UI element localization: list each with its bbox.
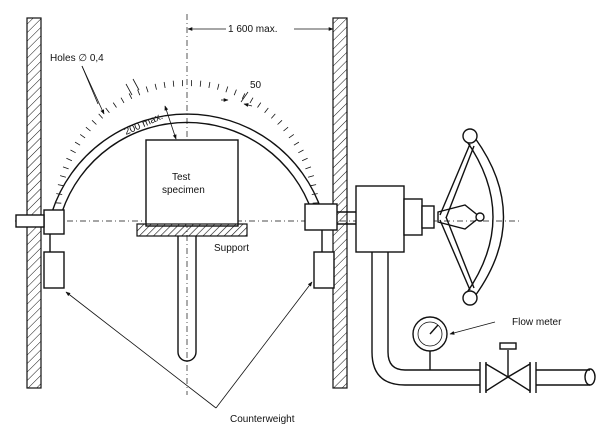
- spray-hole-tick: [298, 149, 304, 154]
- support-plate: [136, 223, 248, 237]
- spray-hole-tick: [305, 166, 312, 170]
- support-label: Support: [214, 243, 249, 254]
- spray-hole-tick: [271, 113, 276, 119]
- flow-meter-label: Flow meter: [512, 317, 562, 328]
- handwheel: [437, 128, 505, 306]
- spray-hole-tick: [310, 184, 317, 187]
- spray-hole-tick: [199, 80, 202, 87]
- spray-hole-tick: [66, 157, 73, 162]
- flow-meter-leader: [449, 321, 496, 335]
- spray-arc: [51, 113, 323, 213]
- spray-hole-tick: [307, 175, 315, 178]
- spray-hole-tick: [74, 141, 81, 146]
- gate-valve: [485, 342, 531, 393]
- spray-hole-tick: [249, 97, 254, 104]
- clearance-dimension: [164, 105, 177, 140]
- spray-hole-tick: [257, 102, 262, 108]
- spray-hole-tick: [163, 81, 166, 88]
- spray-hole-tick: [172, 80, 175, 87]
- left-counterweight: [43, 251, 65, 289]
- left-wall: [26, 17, 42, 389]
- supply-pipe: [337, 185, 596, 393]
- spray-hole-tick: [154, 83, 157, 90]
- spray-hole-tick: [59, 175, 67, 178]
- right-counterweight: [313, 251, 335, 289]
- test-specimen-label-line2: specimen: [162, 185, 205, 196]
- holes-label: Holes ∅ 0,4: [50, 53, 104, 64]
- spacing-label: 50: [250, 80, 262, 91]
- test-specimen-label-line1: Test: [172, 172, 191, 183]
- spray-hole-tick: [311, 193, 318, 195]
- spray-hole-tick: [264, 107, 269, 113]
- spray-hole-tick: [85, 126, 91, 132]
- spray-hole-tick: [145, 86, 149, 93]
- support-stem: [177, 236, 197, 362]
- counterweight-leaders: [65, 281, 313, 409]
- spray-hole-tick: [120, 97, 125, 104]
- spray-hole-tick: [288, 134, 295, 139]
- test-specimen: [145, 139, 239, 227]
- holes-leader: [81, 65, 140, 115]
- spray-hole-tick: [105, 107, 110, 113]
- spray-hole-tick: [293, 141, 300, 146]
- spray-hole-tick: [62, 166, 69, 170]
- spray-hole-tick: [217, 83, 220, 90]
- spray-hole-tick: [112, 102, 117, 108]
- spray-holes: [55, 80, 319, 204]
- spacing-dimension: [221, 91, 253, 107]
- spray-hole-tick: [79, 134, 86, 139]
- spray-hole-tick: [283, 126, 289, 132]
- spray-hole-tick: [241, 93, 246, 99]
- spray-hole-tick: [128, 93, 133, 99]
- spray-hole-tick: [70, 149, 76, 154]
- spray-hole-tick: [137, 89, 141, 96]
- width-dimension-label: 1 600 max.: [228, 24, 277, 35]
- counterweight-label: Counterweight: [230, 414, 295, 425]
- clearance-label: 200 max.: [123, 111, 165, 138]
- spray-hole-tick: [277, 120, 283, 125]
- left-pivot: [15, 209, 65, 252]
- spray-hole-tick: [225, 86, 229, 93]
- spray-hole-tick: [98, 113, 103, 119]
- spray-hole-tick: [208, 81, 211, 88]
- flow-meter-gauge: [412, 316, 448, 370]
- spray-hole-tick: [57, 184, 64, 187]
- spray-hole-tick: [56, 193, 63, 195]
- spray-hole-tick: [301, 157, 308, 162]
- right-pivot: [304, 203, 338, 252]
- spray-hole-tick: [91, 120, 97, 125]
- spray-hole-tick: [233, 89, 237, 96]
- right-wall: [332, 17, 348, 389]
